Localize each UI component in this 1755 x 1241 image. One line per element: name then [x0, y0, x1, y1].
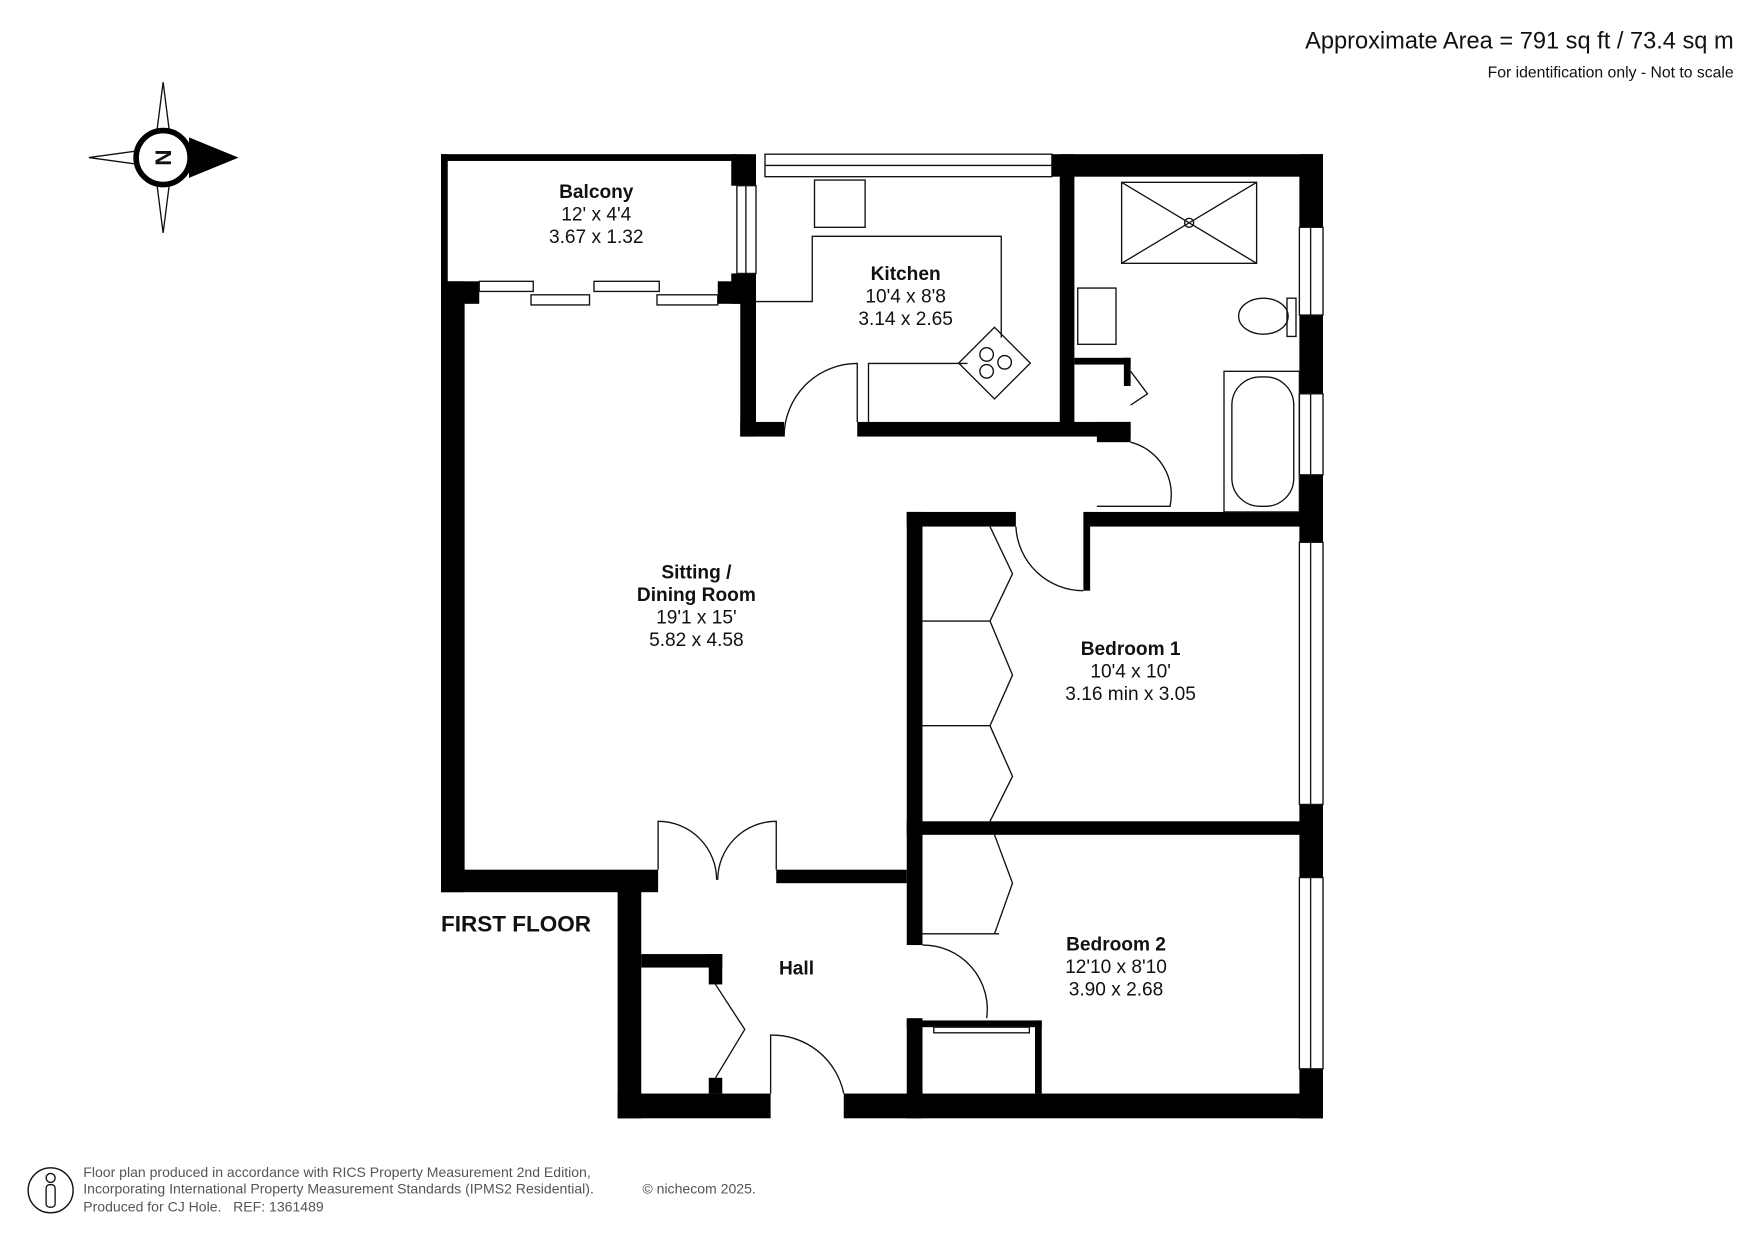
person-scale-icon — [27, 1167, 74, 1214]
room-name: Sitting / — [661, 562, 732, 583]
room-metric: 3.14 x 2.65 — [858, 309, 953, 330]
room-metric: 3.67 x 1.32 — [549, 227, 644, 248]
footer-line-1: Floor plan produced in accordance with R… — [83, 1164, 591, 1180]
room-name: Kitchen — [871, 264, 941, 285]
walls — [441, 154, 1323, 1119]
compass-icon: N — [88, 82, 239, 234]
room-name: Dining Room — [637, 585, 756, 606]
room-name: Bedroom 1 — [1081, 639, 1181, 660]
room-name: Balcony — [559, 182, 634, 203]
room-metric: 3.16 min x 3.05 — [1065, 684, 1196, 705]
room-sitting-dining: Sitting / Dining Room 19'1 x 15' 5.82 x … — [637, 562, 756, 651]
room-kitchen: Kitchen 10'4 x 8'8 3.14 x 2.65 — [858, 264, 953, 330]
room-hall: Hall — [779, 958, 814, 979]
room-imperial: 10'4 x 8'8 — [865, 287, 946, 308]
room-metric: 3.90 x 2.68 — [1069, 980, 1164, 1001]
fixtures — [478, 179, 1301, 1094]
room-imperial: 19'1 x 15' — [656, 607, 737, 628]
room-imperial: 12'10 x 8'10 — [1065, 957, 1167, 978]
approximate-area: Approximate Area = 791 sq ft / 73.4 sq m — [1305, 28, 1734, 54]
footer-copyright: © nichecom 2025. — [642, 1181, 755, 1197]
floor-label: FIRST FLOOR — [441, 912, 591, 937]
room-metric: 5.82 x 4.58 — [649, 630, 744, 651]
scale-disclaimer: For identification only - Not to scale — [1488, 65, 1734, 82]
hob-icon — [957, 326, 1032, 400]
room-name: Bedroom 2 — [1066, 935, 1166, 956]
room-imperial: 12' x 4'4 — [561, 205, 631, 226]
room-imperial: 10'4 x 10' — [1090, 661, 1171, 682]
windows — [736, 153, 1324, 1070]
footer-line-2: Incorporating International Property Mea… — [83, 1181, 594, 1197]
room-bedroom-1: Bedroom 1 10'4 x 10' 3.16 min x 3.05 — [1065, 639, 1196, 705]
room-balcony: Balcony 12' x 4'4 3.67 x 1.32 — [549, 182, 644, 248]
compass-north-label: N — [151, 149, 176, 165]
footer-line-3: Produced for CJ Hole. REF: 1361489 — [83, 1199, 324, 1215]
room-bedroom-2: Bedroom 2 12'10 x 8'10 3.90 x 2.68 — [1065, 935, 1167, 1001]
